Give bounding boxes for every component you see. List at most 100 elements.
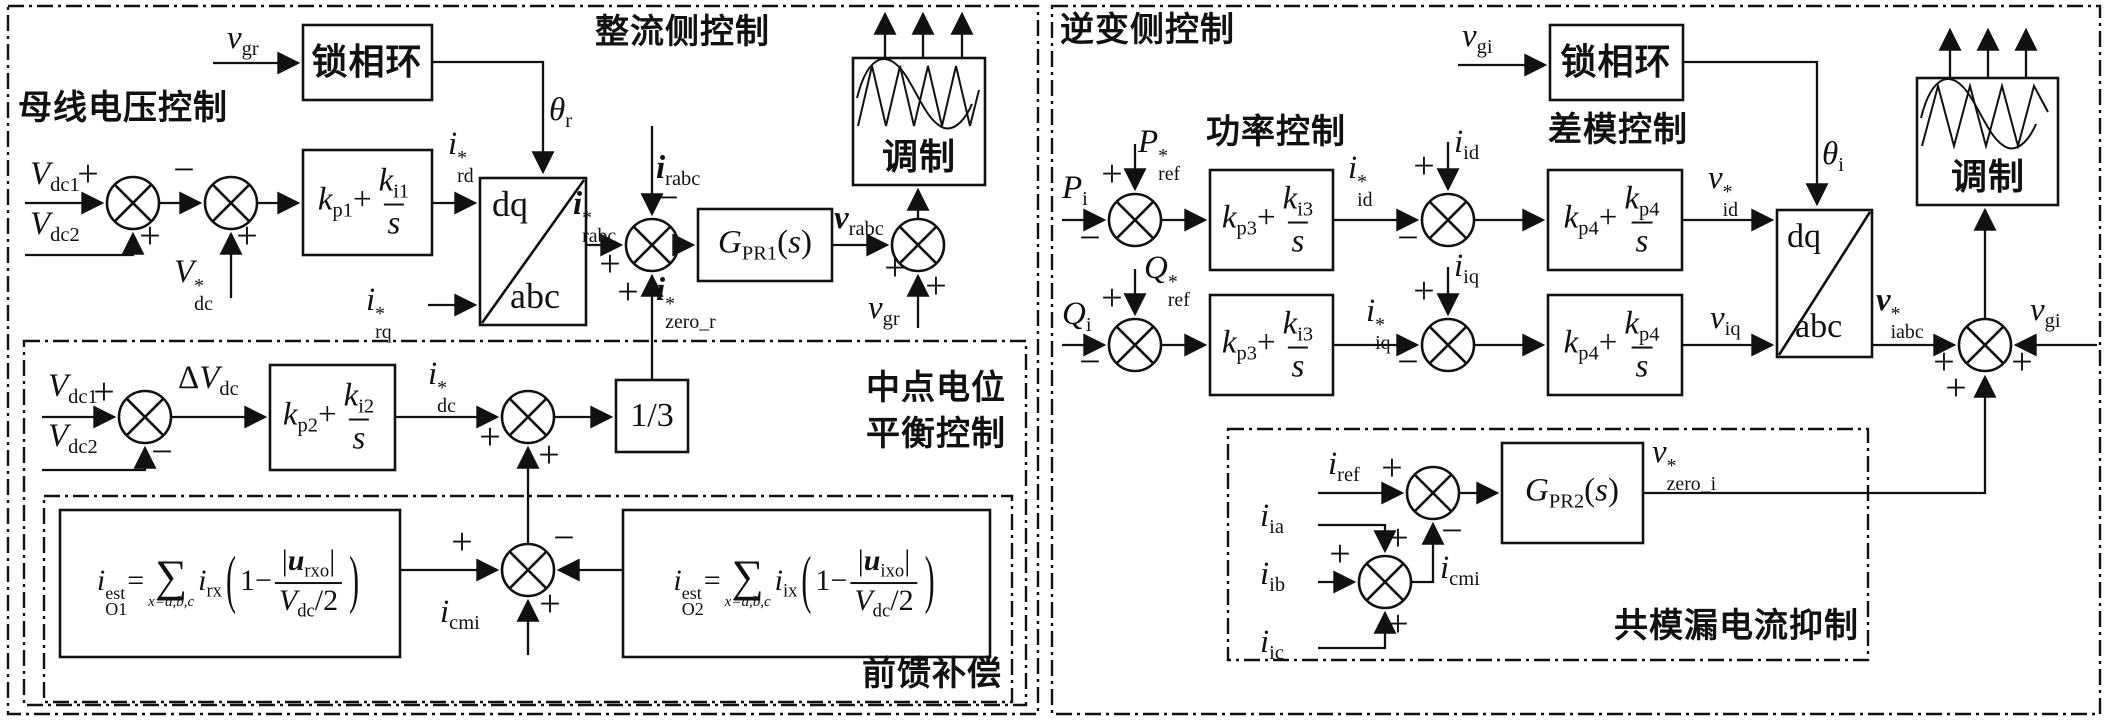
i-ia: iia: [1260, 498, 1284, 539]
carrier-wave-left: [857, 65, 980, 127]
sign-minus-23: −: [1397, 341, 1419, 383]
sign-plus-22: +: [1413, 270, 1435, 312]
i-rabc: irabc: [656, 150, 701, 191]
i-rd-ref: i*rd: [448, 126, 474, 187]
sign-plus-11: +: [479, 416, 501, 458]
dq-abc-left-block: [478, 176, 588, 327]
pll-left-text: 锁相环: [311, 41, 423, 82]
sign-plus-27: +: [1381, 447, 1403, 489]
sign-plus-9: +: [93, 371, 115, 413]
feedforward-title: 前馈补偿: [862, 656, 1002, 693]
vdc1-b: Vdc1: [48, 368, 98, 409]
sign-plus-1: +: [139, 215, 161, 257]
i-rq-ref: i*rq: [366, 282, 392, 343]
v-gi-right: vgi: [2030, 292, 2061, 333]
formula-io2-block: [621, 508, 992, 659]
v-rabc: vrabc: [834, 200, 884, 241]
vdc2-a: Vdc2: [30, 206, 80, 247]
dq-right-diagonal: [1777, 211, 1872, 356]
dq2-abc-text: abc: [1795, 308, 1843, 345]
vdc2-b: Vdc2: [48, 418, 98, 459]
i-iq: iiq: [1454, 248, 1480, 289]
sign-minus-28: −: [1441, 510, 1463, 552]
sign-minus-17: −: [1079, 217, 1101, 259]
v-gi-top: vgi: [1462, 18, 1493, 59]
dq1-dq-text: dq: [492, 184, 528, 224]
mod-left-text: 调制: [881, 136, 957, 177]
sign-plus-0: +: [77, 153, 99, 195]
common-mode-border: [1226, 427, 1870, 662]
section-borders: [6, 4, 2102, 716]
vdc1-a: Vdc1: [30, 156, 80, 197]
dq-left-diagonal: [480, 179, 586, 324]
common-mode-title: 共模漏电流抑制: [1614, 608, 1859, 645]
i-ref: iref: [1328, 446, 1360, 487]
carrier-wave-right: [1921, 82, 2049, 150]
dq2-dq-text: dq: [1787, 218, 1821, 255]
v-iabc-ref: v*iabc: [1876, 282, 1924, 343]
theta-r: θr: [549, 92, 573, 133]
theta-i: θi: [1822, 136, 1844, 177]
i-rabc-ref: i*rabc: [573, 186, 617, 247]
sign-plus-7: +: [884, 247, 906, 289]
sign-minus-19: −: [1397, 217, 1419, 259]
i-dc-ref: i*dc: [428, 356, 456, 417]
signal-lines: [25, 11, 2097, 655]
sign-plus-16: +: [1101, 153, 1123, 195]
feedforward-border: [42, 494, 1014, 704]
vdc-ref: V*dc: [174, 254, 213, 315]
sine-wave-left: [856, 57, 973, 130]
sign-plus-13: +: [451, 521, 473, 563]
v-gr-top: vgr: [227, 20, 259, 61]
neutral-point-title-line2: 平衡控制: [866, 416, 1006, 453]
sign-plus-15: +: [539, 583, 561, 625]
modulation-waveforms: [856, 57, 2049, 150]
q-i: Qi: [1062, 296, 1092, 337]
v-gr-bottom: vgr: [868, 290, 900, 331]
diff-mode-title: 差模控制: [1548, 112, 1688, 149]
v-zero-i-ref: v*zero_i: [1652, 434, 1717, 495]
sign-plus-8: +: [925, 265, 947, 307]
rectifier-side-border: [6, 4, 1040, 716]
q-ref: Q*ref: [1144, 250, 1190, 311]
i-id-ref: i*id: [1348, 150, 1373, 211]
sign-plus-12: +: [538, 434, 560, 476]
sum-junctions: [105, 175, 2013, 610]
bus-voltage-title: 母线电压控制: [18, 90, 228, 127]
i-zero-r-ref: i*zero_r: [656, 272, 716, 333]
sign-plus-24: +: [1933, 341, 1955, 383]
sign-minus-14: −: [553, 517, 575, 559]
sign-plus-25: +: [2011, 341, 2033, 383]
sine-wave-right: [1920, 77, 2037, 150]
sign-plus-29: +: [1329, 533, 1351, 575]
power-control-title: 功率控制: [1206, 114, 1346, 151]
sign-plus-18: +: [1413, 145, 1435, 187]
sign-minus-10: −: [151, 431, 173, 473]
i-ib: iib: [1260, 556, 1286, 597]
sign-plus-3: +: [236, 215, 258, 257]
neutral-point-title-line1: 中点电位: [866, 370, 1006, 407]
dq-abc-right-block: [1775, 208, 1874, 359]
i-cmi-right: icmi: [1440, 550, 1480, 591]
pll-right-text: 锁相环: [1560, 41, 1672, 82]
sign-plus-20: +: [1101, 277, 1123, 319]
p-ref: P*ref: [1138, 124, 1181, 185]
sign-minus-2: −: [173, 149, 195, 191]
p-i: Pi: [1062, 170, 1088, 211]
sign-plus-30: +: [1387, 517, 1409, 559]
i-id: iid: [1454, 124, 1480, 165]
delta-vdc: ΔVdc: [178, 360, 239, 401]
gpr2-text: GPR2(s): [1525, 472, 1619, 513]
i-ic: iic: [1260, 624, 1284, 665]
sign-plus-6: +: [617, 271, 639, 313]
sign-minus-4: −: [657, 177, 679, 219]
dq1-abc-text: abc: [510, 276, 560, 316]
